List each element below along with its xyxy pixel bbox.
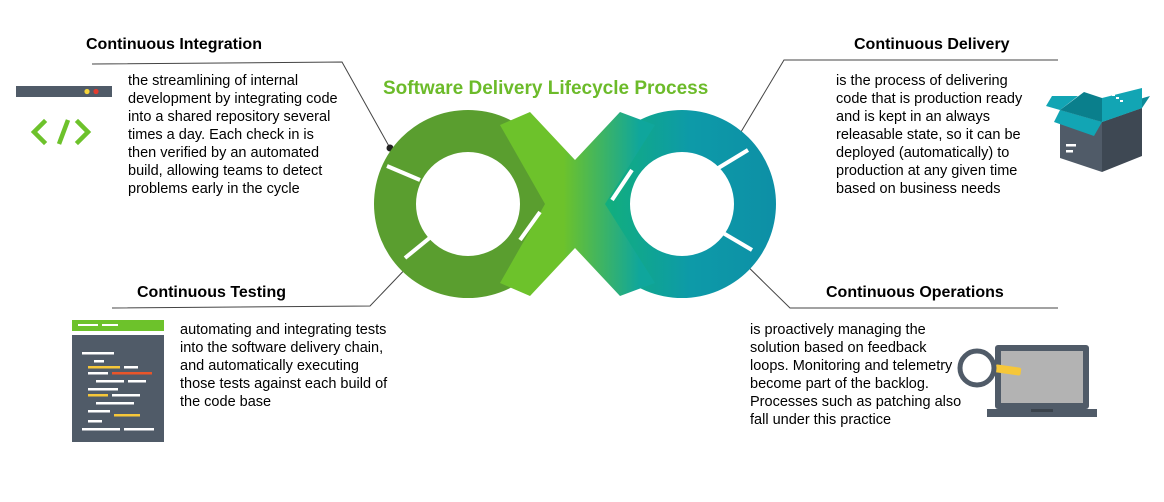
laptop-magnifier-icon — [957, 345, 1097, 417]
text-continuous-operations: is proactively managing the solution bas… — [750, 322, 962, 428]
connector-delivery — [728, 59, 1058, 153]
text-continuous-testing: automating and integrating tests into th… — [180, 322, 388, 410]
diagram-title: Software Delivery Lifecycle Process — [383, 78, 709, 99]
text-continuous-delivery: is the process of delivering code that i… — [836, 73, 1023, 197]
heading-continuous-delivery: Continuous Delivery — [854, 36, 1010, 53]
right-ring — [588, 110, 776, 298]
connector-integration — [91, 61, 391, 149]
left-ring — [374, 110, 562, 298]
loop-label-operations: Operations — [638, 194, 712, 210]
connector-operations — [735, 254, 1058, 309]
heading-continuous-operations: Continuous Operations — [826, 284, 1004, 301]
loop-cross — [500, 112, 655, 296]
open-box-icon — [1046, 88, 1150, 172]
code-window-icon — [16, 86, 112, 146]
heading-continuous-testing: Continuous Testing — [137, 284, 287, 301]
connector-testing — [111, 261, 413, 309]
code-lines — [82, 352, 154, 431]
text-continuous-integration: the streamlining of internal development… — [128, 73, 338, 197]
segment-gaps — [386, 148, 754, 260]
heading-continuous-integration: Continuous Integration — [86, 36, 262, 53]
loop-label-development: Development — [421, 194, 509, 210]
code-document-icon — [72, 320, 164, 442]
